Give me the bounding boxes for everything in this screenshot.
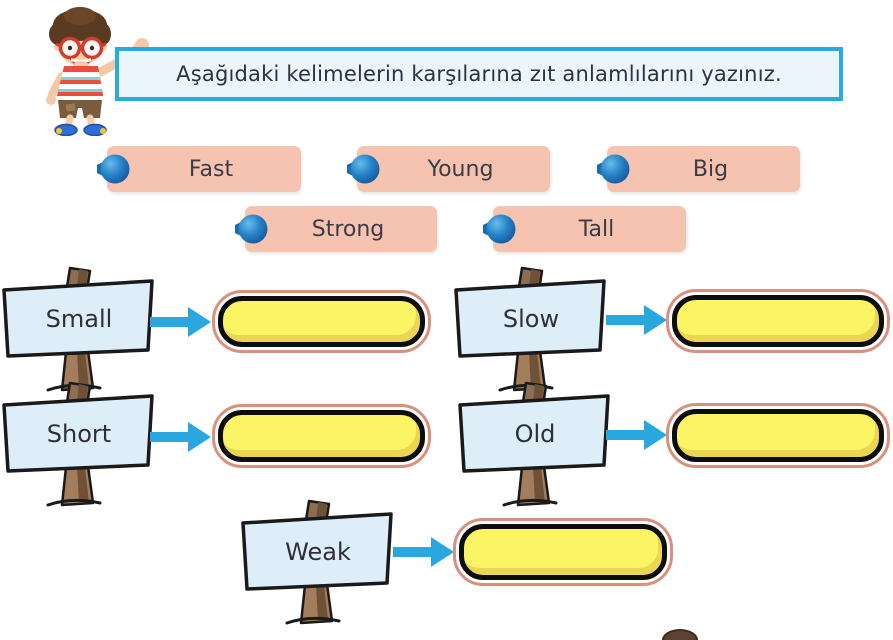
pin-icon — [97, 154, 130, 184]
word-bank-item-tall: Tall — [483, 206, 686, 252]
answer-field-short[interactable] — [218, 410, 425, 462]
sign-word: Old — [514, 420, 556, 448]
signpost-small: Small — [0, 266, 158, 398]
answer-box-slow — [666, 289, 890, 353]
answer-field-slow[interactable] — [672, 295, 884, 347]
sign-word: Small — [45, 305, 113, 333]
answer-box-weak — [453, 518, 673, 586]
word-bank-label: Tall — [578, 216, 615, 242]
word-bank-item-young: Young — [347, 146, 550, 192]
instruction-text: Aşağıdaki kelimelerin karşılarına zıt an… — [176, 62, 782, 86]
answer-field-old[interactable] — [672, 409, 884, 462]
arrow-icon — [393, 537, 454, 567]
word-bank-label: Strong — [311, 216, 385, 242]
pin-icon — [235, 214, 268, 244]
sign-word: Short — [46, 420, 112, 448]
word-bank-item-big: Big — [597, 146, 800, 192]
word-bank-item-strong: Strong — [235, 206, 437, 252]
instruction-box: Aşağıdaki kelimelerin karşılarına zıt an… — [115, 47, 843, 101]
signpost-slow: Slow — [452, 266, 610, 398]
word-bank-item-fast: Fast — [97, 146, 301, 192]
arrow-icon — [606, 420, 667, 450]
pin-icon — [347, 154, 380, 184]
sign-word: Slow — [502, 305, 560, 333]
word-bank-label: Young — [427, 156, 494, 182]
boy-illustration — [46, 7, 149, 136]
arrow-icon — [606, 305, 667, 335]
word-bank-label: Big — [692, 156, 729, 182]
answer-field-weak[interactable] — [459, 524, 667, 580]
pin-icon — [483, 214, 516, 244]
sign-word: Weak — [285, 538, 351, 566]
answer-field-small[interactable] — [218, 296, 425, 347]
signpost-short: Short — [0, 381, 158, 513]
arrow-icon — [150, 307, 211, 337]
answer-box-short — [212, 404, 431, 468]
signpost-weak: Weak — [239, 499, 397, 631]
pin-icon — [597, 154, 630, 184]
word-bank-label: Fast — [188, 156, 234, 182]
arrow-icon — [150, 422, 211, 452]
answer-box-old — [666, 403, 890, 468]
answer-box-small — [212, 290, 431, 353]
signpost-old: Old — [456, 381, 614, 513]
cutoff-character-hair — [662, 629, 698, 640]
